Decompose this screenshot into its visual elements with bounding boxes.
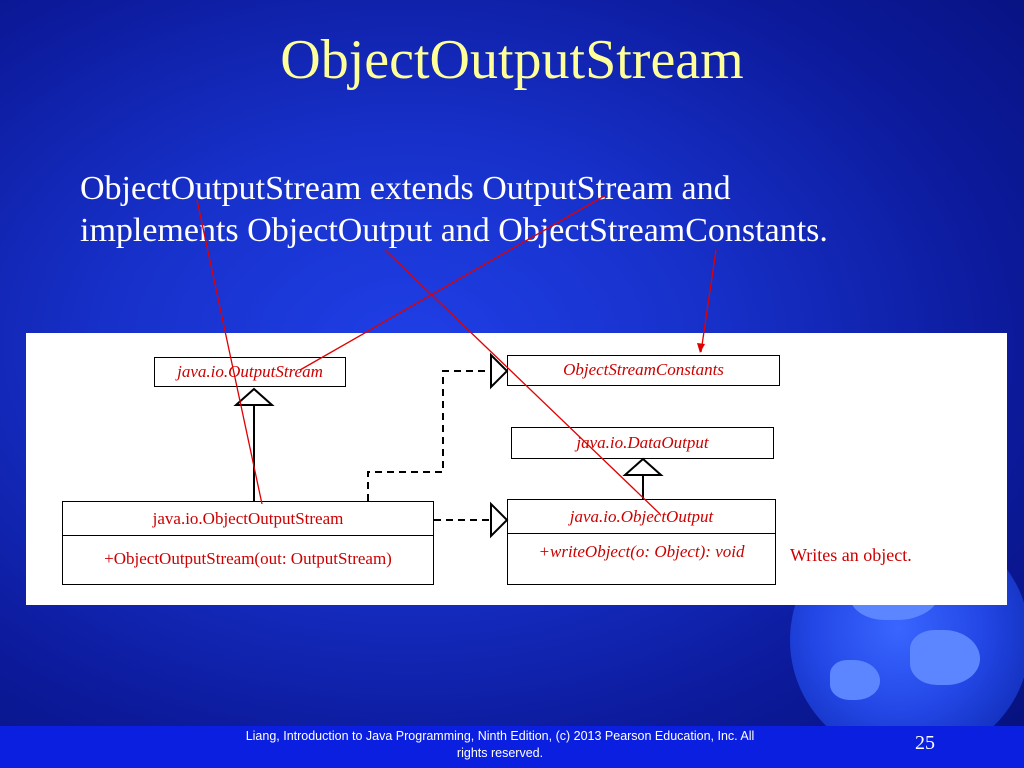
subtitle-line-1: ObjectOutputStream extends OutputStream … [80, 170, 731, 207]
data-output-box: java.io.DataOutput [511, 427, 774, 459]
object-output-label: java.io.ObjectOutput [569, 506, 714, 526]
output-stream-label: java.io.OutputStream [177, 362, 323, 381]
object-output-stream-label: java.io.ObjectOutputStream [152, 508, 344, 528]
subtitle-line-2: implements ObjectOutput and ObjectStream… [80, 212, 828, 249]
annotation-line [384, 249, 661, 515]
object-stream-constants-label: ObjectStreamConstants [563, 360, 724, 379]
slide-title: ObjectOutputStream [280, 29, 744, 91]
annotation-line [299, 194, 607, 371]
page-number: 25 [915, 732, 935, 754]
footer-credit: Liang, Introduction to Java Programming,… [200, 728, 800, 762]
object-stream-constants-box: ObjectStreamConstants [507, 355, 780, 386]
footer-credit-line-2: rights reserved. [456, 746, 544, 760]
write-object-method: +writeObject(o: Object): void [508, 533, 775, 579]
write-object-note: Writes an object. [790, 545, 912, 565]
interface-inheritance-arrow [622, 457, 664, 476]
object-output-box: java.io.ObjectOutput +writeObject(o: Obj… [507, 499, 776, 585]
object-output-stream-box: java.io.ObjectOutputStream +ObjectOutput… [62, 501, 434, 585]
implements-constants-arrow [490, 352, 509, 390]
footer-bar [0, 726, 1024, 768]
annotation-arrowhead [697, 343, 705, 353]
implements-constants-line [367, 370, 492, 501]
annotation-line [196, 199, 263, 505]
inheritance-arrow [233, 387, 275, 406]
footer-credit-line-1: Liang, Introduction to Java Programming,… [245, 729, 755, 743]
object-output-stream-ctor: +ObjectOutputStream(out: OutputStream) [63, 535, 433, 582]
implements-output-arrow [490, 501, 509, 539]
data-output-label: java.io.DataOutput [576, 433, 709, 452]
annotation-line [700, 249, 717, 353]
slide-subtitle: ObjectOutputStream extends OutputStream … [80, 168, 980, 252]
